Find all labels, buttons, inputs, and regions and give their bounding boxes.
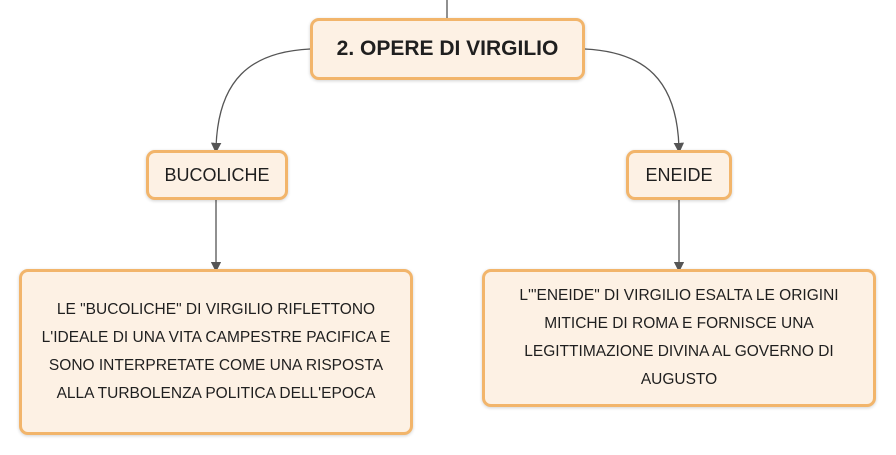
bucoliche-node-label: BUCOLICHE [164,164,270,185]
bucoliche-description-node[interactable]: LE "BUCOLICHE" DI VIRGILIO RIFLETTONO L'… [19,269,413,435]
eneide-node[interactable]: ENEIDE [626,150,732,200]
connector-root-bucoliche [210,48,311,154]
bucoliche-node[interactable]: BUCOLICHE [146,150,288,200]
eneide-description-node[interactable]: L'"ENEIDE" DI VIRGILIO ESALTA LE ORIGINI… [482,269,876,407]
bucoliche-description-text: LE "BUCOLICHE" DI VIRGILIO RIFLETTONO L'… [41,301,391,402]
root-node[interactable]: 2. OPERE DI VIRGILIO [310,18,585,80]
connector-root-eneide [584,48,685,154]
eneide-description-text: L'"ENEIDE" DI VIRGILIO ESALTA LE ORIGINI… [519,287,839,388]
eneide-node-label: ENEIDE [645,164,713,185]
root-node-label: 2. OPERE DI VIRGILIO [336,37,559,60]
